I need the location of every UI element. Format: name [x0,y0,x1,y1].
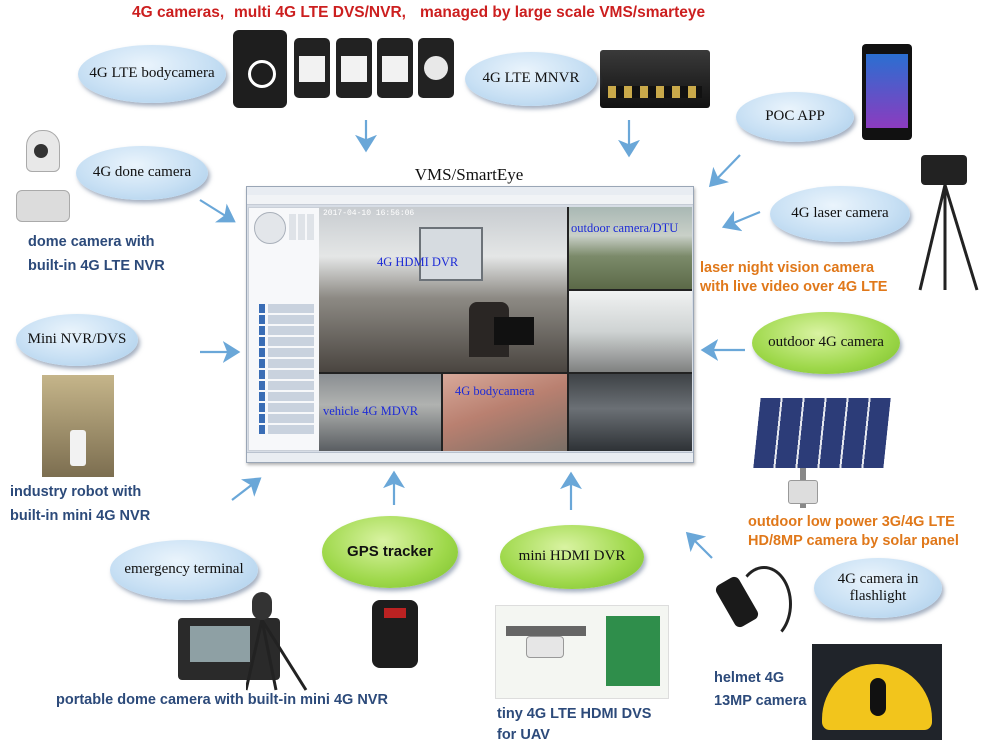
bodycamera-image-1 [294,38,330,98]
video-cell-bodycamera[interactable]: 4G bodycamera [443,374,567,451]
vms-toolbar [247,195,693,205]
node-emergency-terminal: emergency terminal [110,540,258,600]
video-cell-corridor[interactable] [569,374,692,451]
caption-laser-line1: laser night vision camera [700,260,875,276]
caption-dome-line2: built-in 4G LTE NVR [28,258,165,274]
arrow-poc [708,154,741,188]
dome-camera-image [16,130,70,222]
caption-laser-line2: with live video over 4G LTE [700,279,888,295]
node-dome-camera: 4G done camera [76,146,208,200]
cell-label-outdoor-dtu: outdoor camera/DTU [571,221,679,235]
portable-dome-tripod-image [246,592,316,692]
laser-camera-tripod-image [915,155,985,295]
cell-label-hdmi-dvr: 4G HDMI DVR [377,255,459,269]
headline-part2: multi 4G LTE DVS/NVR, [234,4,406,21]
caption-solar-line2: HD/8MP camera by solar panel [748,533,959,549]
caption-solar-line1: outdoor low power 3G/4G LTE [748,514,955,530]
node-mnvr: 4G LTE MNVR [465,52,597,106]
video-grid: 4G HDMI DVR 2017-04-10 16:56:06 outdoor … [319,207,692,451]
ptz-buttons[interactable] [289,214,315,240]
caption-robot-line1: industry robot with [10,484,142,500]
bodycamera-image-3 [377,38,413,98]
caption-laser: laser night vision camera with live vide… [700,258,887,298]
bodycamera-image-2 [336,38,372,98]
video-cell-office[interactable] [569,291,692,372]
arrow-laser [721,210,761,232]
arrow-flashlight [685,531,713,559]
node-gps-tracker: GPS tracker [322,516,458,588]
device-tree[interactable] [249,304,319,436]
solar-camera-image [788,480,818,504]
caption-uav: tiny 4G LTE HDMI DVS for UAV [497,704,651,746]
solar-panel-image [753,398,891,468]
industry-robot-image [42,375,114,477]
caption-helmet: helmet 4G 13MP camera [714,668,806,712]
bodycamera-image-4 [418,38,454,98]
node-mini-hdmi-dvr: mini HDMI DVR [500,525,644,589]
node-laser-camera: 4G laser camera [770,186,910,242]
video-cell-vehicle-mdvr[interactable]: vehicle 4G MDVR [319,374,441,451]
node-bodycamera: 4G LTE bodycamera [78,45,226,103]
gps-tracker-image [372,600,418,668]
caption-solar: outdoor low power 3G/4G LTE HD/8MP camer… [748,512,959,552]
arrow-dome [199,199,236,223]
cell-timestamp: 2017-04-10 16:56:06 [323,209,415,218]
caption-robot: industry robot with built-in mini 4G NVR [10,482,150,527]
phone-image [862,44,912,140]
headline-part1: 4G cameras, [132,4,225,21]
vms-statusbar [247,452,693,462]
cell-label-bodycamera: 4G bodycamera [455,384,535,398]
caption-dome: dome camera with built-in 4G LTE NVR [28,232,165,277]
caption-robot-line2: built-in mini 4G NVR [10,508,151,524]
helmet-camera-image [812,644,942,740]
vms-screen: 4G HDMI DVR 2017-04-10 16:56:06 outdoor … [246,186,694,463]
arrow-robot [231,477,262,501]
caption-portable: portable dome camera with built-in mini … [56,692,388,708]
video-cell-outdoor-dtu[interactable]: outdoor camera/DTU [569,207,692,289]
node-outdoor-camera: outdoor 4G camera [752,312,900,374]
vms-left-panel [248,207,320,451]
node-flashlight: 4G camera in flashlight [814,558,942,618]
caption-uav-line2: for UAV [497,727,550,743]
uav-dvs-image [495,605,669,699]
node-poc-app: POC APP [736,92,854,142]
flashlight-camera-image [713,566,792,646]
cell-label-vehicle-mdvr: vehicle 4G MDVR [323,404,419,418]
caption-uav-line1: tiny 4G LTE HDMI DVS [497,706,652,722]
ptz-control-icon[interactable] [254,212,286,244]
node-mini-nvr: Mini NVR/DVS [16,314,138,366]
bodycamera-large-image [233,30,287,108]
caption-dome-line1: dome camera with [28,234,155,250]
caption-helmet-line2: 13MP camera [714,693,807,709]
headline-part3: managed by large scale VMS/smarteye [420,4,706,21]
mnvr-device-image [600,50,710,108]
video-cell-hdmi-dvr[interactable]: 4G HDMI DVR 2017-04-10 16:56:06 [319,207,567,372]
vms-title: VMS/SmartEye [414,165,524,184]
caption-helmet-line1: helmet 4G [714,670,785,686]
